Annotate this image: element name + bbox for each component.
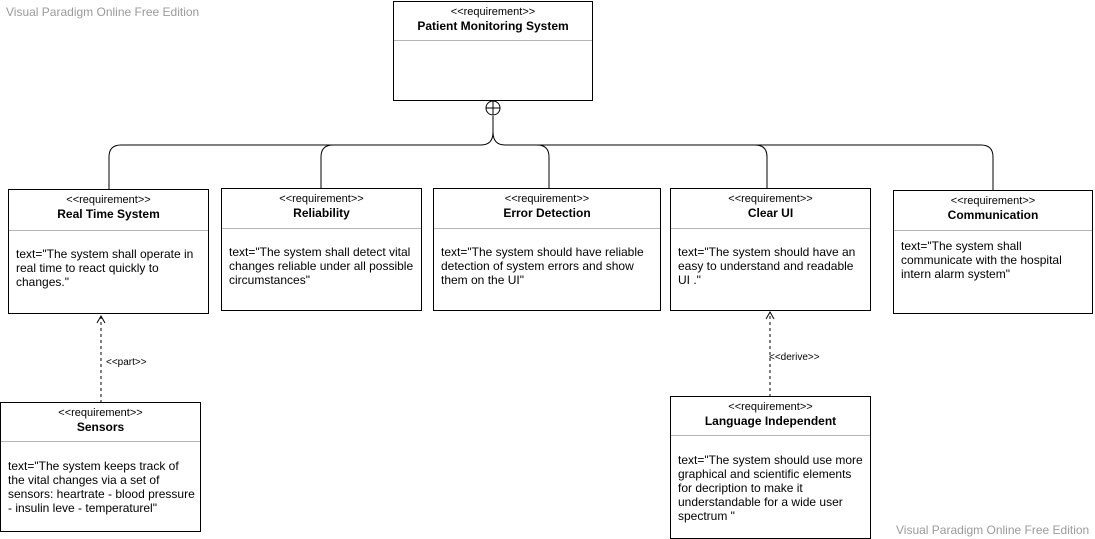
requirement-header: <<requirement>> Clear UI: [671, 189, 870, 229]
requirement-text: text="The system should use more graphic…: [678, 453, 863, 523]
requirement-sensors[interactable]: <<requirement>> Sensors text="The system…: [0, 402, 201, 532]
requirement-text: text="The system keeps track of the vita…: [8, 459, 195, 515]
requirement-name: Sensors: [76, 420, 125, 434]
stereotype-label: <<requirement>>: [279, 193, 364, 205]
requirement-header: <<requirement>> Language Independent: [671, 397, 870, 436]
containment-line-error-detection: [492, 131, 550, 188]
part-arrowhead-icon: [96, 314, 106, 324]
requirement-header: <<requirement>> Reliability: [222, 189, 421, 229]
containment-circle-icon: [485, 100, 501, 116]
requirement-header: <<requirement>> Patient Monitoring Syste…: [394, 2, 592, 41]
part-label: <<part>>: [106, 357, 147, 368]
requirement-name: Language Independent: [704, 414, 837, 428]
requirement-header: <<requirement>> Sensors: [1, 403, 200, 442]
stereotype-label: <<requirement>>: [450, 6, 536, 18]
requirement-real-time-system[interactable]: <<requirement>> Real Time System text="T…: [8, 189, 209, 314]
containment-line-reliability: [320, 144, 334, 188]
requirement-error-detection[interactable]: <<requirement>> Error Detection text="Th…: [433, 188, 661, 311]
derive-arrowhead-icon: [765, 310, 775, 320]
requirement-name: Error Detection: [503, 206, 591, 220]
stereotype-label: <<requirement>>: [66, 194, 151, 206]
requirement-name: Real Time System: [57, 207, 160, 221]
requirement-text: text="The system should have reliable de…: [441, 245, 644, 287]
requirement-name: Patient Monitoring System: [417, 19, 569, 33]
stereotype-label: <<requirement>>: [58, 407, 143, 419]
containment-line-communication: [755, 144, 994, 190]
requirement-name: Communication: [947, 208, 1039, 222]
requirement-clear-ui[interactable]: <<requirement>> Clear UI text="The syste…: [670, 188, 871, 311]
derive-label: <<derive>>: [769, 352, 820, 363]
stereotype-label: <<requirement>>: [950, 195, 1036, 207]
requirement-language-independent[interactable]: <<requirement>> Language Independent tex…: [670, 396, 871, 539]
stereotype-label: <<requirement>>: [728, 401, 813, 413]
requirement-patient-monitoring-system[interactable]: <<requirement>> Patient Monitoring Syste…: [393, 1, 593, 101]
requirement-name: Reliability: [293, 206, 350, 220]
requirement-header: <<requirement>> Error Detection: [434, 189, 660, 229]
requirement-name: Clear UI: [747, 206, 794, 220]
stereotype-label: <<requirement>>: [728, 193, 813, 205]
containment-line-clear-ui: [537, 144, 768, 188]
requirement-text: text="The system shall detect vital chan…: [229, 245, 414, 287]
requirement-text: text="The system should have an easy to …: [678, 245, 856, 287]
stereotype-label: <<requirement>>: [504, 193, 590, 205]
watermark-top: Visual Paradigm Online Free Edition: [6, 5, 200, 19]
requirement-header: <<requirement>> Real Time System: [9, 190, 208, 231]
containment-line-real-time: [108, 116, 494, 190]
requirement-text: text="The system shall operate in real t…: [16, 247, 194, 289]
requirement-reliability[interactable]: <<requirement>> Reliability text="The sy…: [221, 188, 422, 311]
requirement-text: text="The system shall communicate with …: [901, 239, 1062, 281]
requirement-communication[interactable]: <<requirement>> Communication text="The …: [893, 190, 1093, 314]
watermark-bottom: Visual Paradigm Online Free Edition: [896, 523, 1090, 537]
requirement-header: <<requirement>> Communication: [894, 191, 1092, 231]
